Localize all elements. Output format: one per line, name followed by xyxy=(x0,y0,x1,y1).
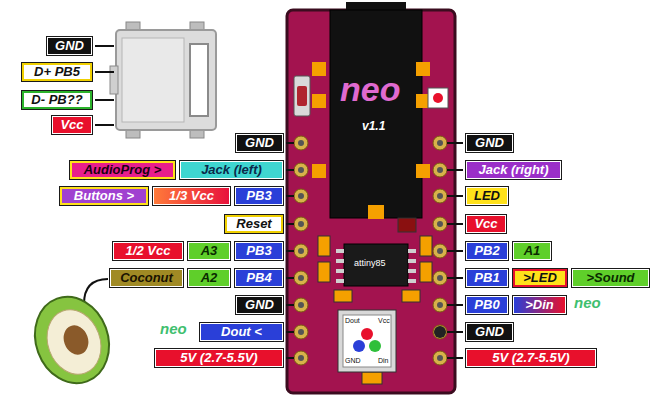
pin-label: GND xyxy=(245,297,274,312)
led-pin-label: Vcc xyxy=(378,317,390,324)
pin-label: 5V (2.7-5.5V) xyxy=(492,350,569,365)
pin-label-box: Vcc xyxy=(52,116,92,134)
pin-label-box: Vcc xyxy=(466,215,506,233)
pin-label: 1/2 Vcc xyxy=(126,243,171,258)
pin-label-box: Buttons > xyxy=(60,187,148,205)
pin-label: Dout < xyxy=(221,324,262,339)
pin-label-box: PB2 xyxy=(466,242,508,260)
pin-label: D+ PB5 xyxy=(34,64,80,79)
pin-label-box: >LED xyxy=(513,269,567,287)
pin-label: 1/3 Vcc xyxy=(169,188,214,203)
pin-label: A1 xyxy=(524,243,541,258)
pin-label-box: >Sound xyxy=(572,269,649,287)
pin-label: D- PB?? xyxy=(31,92,82,107)
pin-label-box: D+ PB5 xyxy=(22,63,92,81)
pin-label: Coconut xyxy=(120,270,173,285)
pin-label: LED xyxy=(474,188,500,203)
pin-label-box: Coconut xyxy=(110,269,183,287)
pin-label-box: Jack (right) xyxy=(466,161,561,179)
pin-label: >Sound xyxy=(586,270,634,285)
pin-label-box: 5V (2.7-5.5V) xyxy=(155,349,283,367)
usb-connector xyxy=(110,22,216,138)
pin-label: PB3 xyxy=(246,243,271,258)
pin-label: GND xyxy=(475,135,504,150)
attiny-chip xyxy=(336,244,416,286)
pin-label-box: 1/3 Vcc xyxy=(153,187,230,205)
pin-label-box: PB0 xyxy=(466,296,508,314)
pin-label: >Din xyxy=(525,297,554,312)
version-label: v1.1 xyxy=(362,120,385,132)
pin-label-box: 5V (2.7-5.5V) xyxy=(466,349,596,367)
smd-parts xyxy=(318,218,432,384)
pin-label-box: GND xyxy=(236,296,283,314)
reset-button xyxy=(294,76,310,116)
pin-label-box: AudioProg > xyxy=(70,161,175,179)
pin-label-box: A3 xyxy=(188,242,230,260)
chip-label: attiny85 xyxy=(354,259,386,268)
usb-leader-lines xyxy=(95,46,114,125)
pin-label-box: Dout < xyxy=(200,323,283,341)
pin-label: GND xyxy=(475,324,504,339)
pin-label: GND xyxy=(245,135,274,150)
pin-label-box: 1/2 Vcc xyxy=(113,242,183,260)
led-pin-label: Din xyxy=(378,357,389,364)
pin-label-box: A1 xyxy=(513,242,551,260)
pin-leader-lines xyxy=(286,143,463,358)
logo: neo xyxy=(160,321,187,336)
pin-label-box: LED xyxy=(466,187,508,205)
pin-label: A2 xyxy=(201,270,218,285)
pin-label: PB1 xyxy=(474,270,499,285)
logo: neo xyxy=(340,72,400,106)
pin-label: GND xyxy=(55,38,84,53)
pin-label: Buttons > xyxy=(74,188,134,203)
pin-label: >LED xyxy=(523,270,557,285)
pin-label: AudioProg > xyxy=(84,162,162,177)
pin-label: PB4 xyxy=(246,270,271,285)
pin-label: Vcc xyxy=(60,117,83,132)
pin-label-box: GND xyxy=(466,134,513,152)
pin-label-box: Jack (left) xyxy=(180,161,283,179)
pin-label-box: A2 xyxy=(188,269,230,287)
rgb-led xyxy=(338,310,396,372)
pin-label-box: GND xyxy=(466,323,513,341)
pin-label: PB2 xyxy=(474,243,499,258)
pin-label: Reset xyxy=(236,216,271,231)
pin-label-box: PB1 xyxy=(466,269,508,287)
pin-label-box: GND xyxy=(47,37,92,55)
pin-label: PB3 xyxy=(246,188,271,203)
led-pin-label: Dout xyxy=(345,317,360,324)
power-led xyxy=(428,88,448,108)
pin-label-box: PB3 xyxy=(235,242,283,260)
pin-label-box: PB3 xyxy=(235,187,283,205)
pin-label-box: PB4 xyxy=(235,269,283,287)
pin-label-box: GND xyxy=(236,134,283,152)
audio-jack xyxy=(312,2,430,219)
pin-label: Vcc xyxy=(474,216,497,231)
pin-label-box: D- PB?? xyxy=(22,91,92,109)
logo: neo xyxy=(574,295,601,310)
pin-label: Jack (left) xyxy=(201,162,262,177)
pin-label-box: Reset xyxy=(225,215,283,233)
pin-label: A3 xyxy=(201,243,218,258)
pin-holes xyxy=(294,136,447,365)
pin-label: PB0 xyxy=(474,297,499,312)
coconut-illustration xyxy=(23,279,121,394)
pin-label: 5V (2.7-5.5V) xyxy=(180,350,257,365)
pcb xyxy=(287,10,455,393)
pin-label-box: >Din xyxy=(513,296,566,314)
pin-label: Jack (right) xyxy=(478,162,548,177)
led-pin-label: GND xyxy=(345,357,361,364)
